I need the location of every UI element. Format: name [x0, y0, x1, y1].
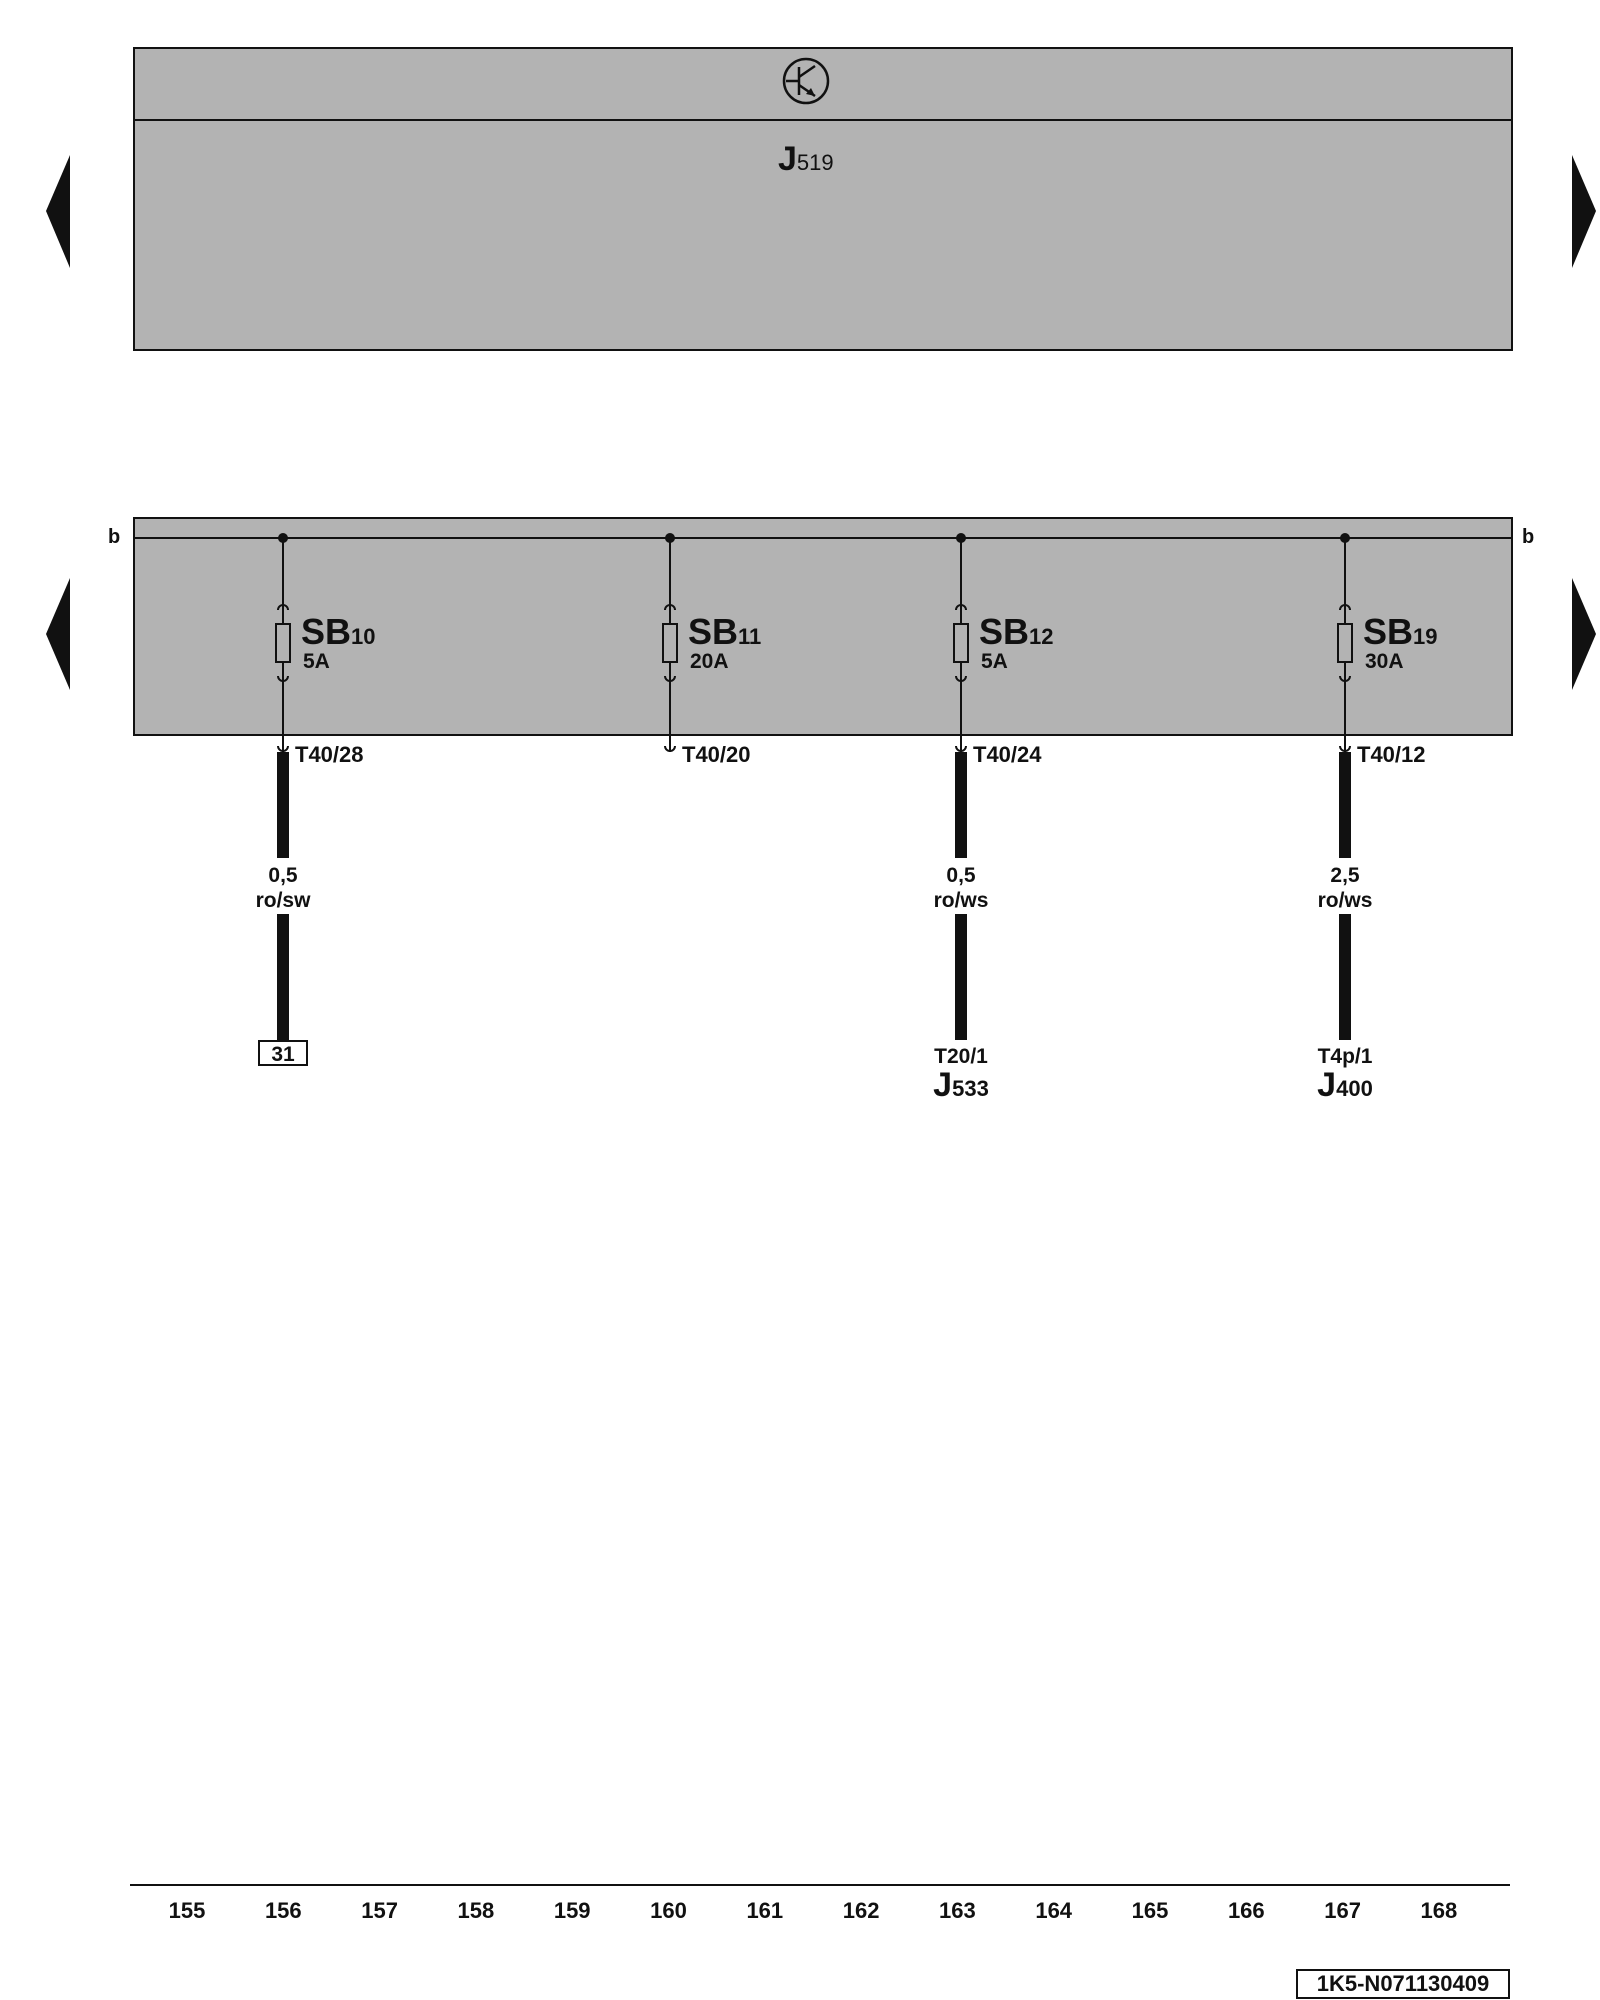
- wire-segment-upper: [1339, 752, 1351, 858]
- fuse-rating: 5A: [303, 650, 330, 673]
- wire-segment-lower: [1339, 914, 1351, 1040]
- fuse-number: 10: [351, 624, 375, 649]
- terminal-label: T40/12: [1357, 742, 1426, 767]
- fuse-icon: [953, 623, 969, 663]
- fuse-number: 12: [1029, 624, 1053, 649]
- destination-sub: 533: [952, 1076, 989, 1101]
- terminal-connector-icon: [955, 745, 967, 752]
- fuse-icon: [275, 623, 291, 663]
- fuse-rating: 5A: [981, 650, 1008, 673]
- drawing-id: 1K5-N071130409: [1317, 1971, 1489, 1996]
- fuse-rating: 20A: [690, 650, 729, 673]
- fuse-name: SB: [1363, 611, 1413, 652]
- destination-main: J: [1317, 1066, 1336, 1104]
- fuse-number: 11: [738, 624, 761, 649]
- control-unit-j519: J519: [133, 47, 1513, 351]
- grid-number: 163: [939, 1898, 976, 1923]
- connector-bottom-icon: [664, 675, 676, 682]
- destination-component: J400: [1317, 1066, 1373, 1104]
- ground-box: [258, 1040, 308, 1066]
- bus-label-right: b: [1522, 526, 1534, 548]
- wire-size: 2,5: [1330, 864, 1360, 887]
- fuse-label: SB10: [301, 611, 376, 652]
- transistor-symbol-icon: [782, 57, 830, 105]
- grid-number: 161: [746, 1898, 783, 1923]
- destination-sub: 400: [1336, 1076, 1373, 1101]
- fuse-label: SB11: [688, 611, 761, 652]
- bus-label-left: b: [108, 526, 120, 548]
- fuse-rating: 30A: [1365, 650, 1404, 673]
- prev-page-arrow-top[interactable]: [46, 155, 70, 268]
- top-module-panel: [133, 47, 1513, 351]
- destination-terminal: T20/1: [934, 1045, 988, 1068]
- next-page-arrow-top[interactable]: [1572, 155, 1596, 268]
- destination-component: J533: [933, 1066, 989, 1104]
- fuse-branches: SB105AT40/280,5ro/sw31SB1120AT40/20SB125…: [256, 533, 1438, 1104]
- connector-top-icon: [277, 604, 289, 611]
- fuse-box-panel: [133, 517, 1513, 736]
- grid-number: 158: [458, 1898, 495, 1923]
- ground-label: 31: [271, 1043, 295, 1066]
- grid-number: 157: [361, 1898, 398, 1923]
- grid-number: 155: [169, 1898, 206, 1923]
- fuse-name: SB: [979, 611, 1029, 652]
- terminal-label: T40/20: [682, 742, 751, 767]
- fuse-label: SB19: [1363, 611, 1438, 652]
- grid-number: 164: [1035, 1898, 1072, 1923]
- terminal-connector-icon: [1339, 745, 1351, 752]
- grid-number: 166: [1228, 1898, 1265, 1923]
- grid-number: 165: [1132, 1898, 1169, 1923]
- grid-number: 167: [1324, 1898, 1361, 1923]
- grid-number: 159: [554, 1898, 591, 1923]
- terminal-connector-icon: [664, 745, 676, 752]
- drawing-id-box: [1296, 1969, 1510, 1999]
- fuse-label: SB12: [979, 611, 1054, 652]
- grid-number: 168: [1421, 1898, 1458, 1923]
- wire-segment-lower: [277, 914, 289, 1040]
- wire-size: 0,5: [268, 864, 298, 887]
- connector-top-icon: [1339, 604, 1351, 611]
- wire-segment-upper: [277, 752, 289, 858]
- terminal-label: T40/24: [973, 742, 1042, 767]
- destination-main: J: [933, 1066, 952, 1104]
- terminal-label: T40/28: [295, 742, 364, 767]
- top-module-label: J519: [778, 140, 834, 178]
- top-module-sub-label: 519: [797, 150, 834, 175]
- terminal-connector-icon: [277, 745, 289, 752]
- connector-bottom-icon: [277, 675, 289, 682]
- wire-color: ro/ws: [1318, 889, 1373, 912]
- wire-segment-lower: [955, 914, 967, 1040]
- destination-terminal: T4p/1: [1318, 1045, 1373, 1068]
- next-page-arrow-middle[interactable]: [1572, 578, 1596, 690]
- connector-top-icon: [955, 604, 967, 611]
- grid-number: 156: [265, 1898, 302, 1923]
- prev-page-arrow-middle[interactable]: [46, 578, 70, 690]
- connector-bottom-icon: [955, 675, 967, 682]
- fuse-icon: [662, 623, 678, 663]
- fuse-name: SB: [301, 611, 351, 652]
- grid-number: 160: [650, 1898, 687, 1923]
- fuse-name: SB: [688, 611, 738, 652]
- top-module-main-label: J: [778, 140, 797, 178]
- connector-bottom-icon: [1339, 675, 1351, 682]
- fuse-number: 19: [1413, 624, 1437, 649]
- wire-size: 0,5: [946, 864, 976, 887]
- wire-color: ro/ws: [934, 889, 989, 912]
- grid-number: 162: [843, 1898, 880, 1923]
- connector-top-icon: [664, 604, 676, 611]
- wire-color: ro/sw: [256, 889, 312, 912]
- wire-segment-upper: [955, 752, 967, 858]
- grid-numbers: 155 156 157 158 159 160 161 162 163 164 165 166 167 1…: [169, 1898, 1458, 1923]
- fuse-box-sb: b b: [108, 517, 1534, 736]
- fuse-icon: [1337, 623, 1353, 663]
